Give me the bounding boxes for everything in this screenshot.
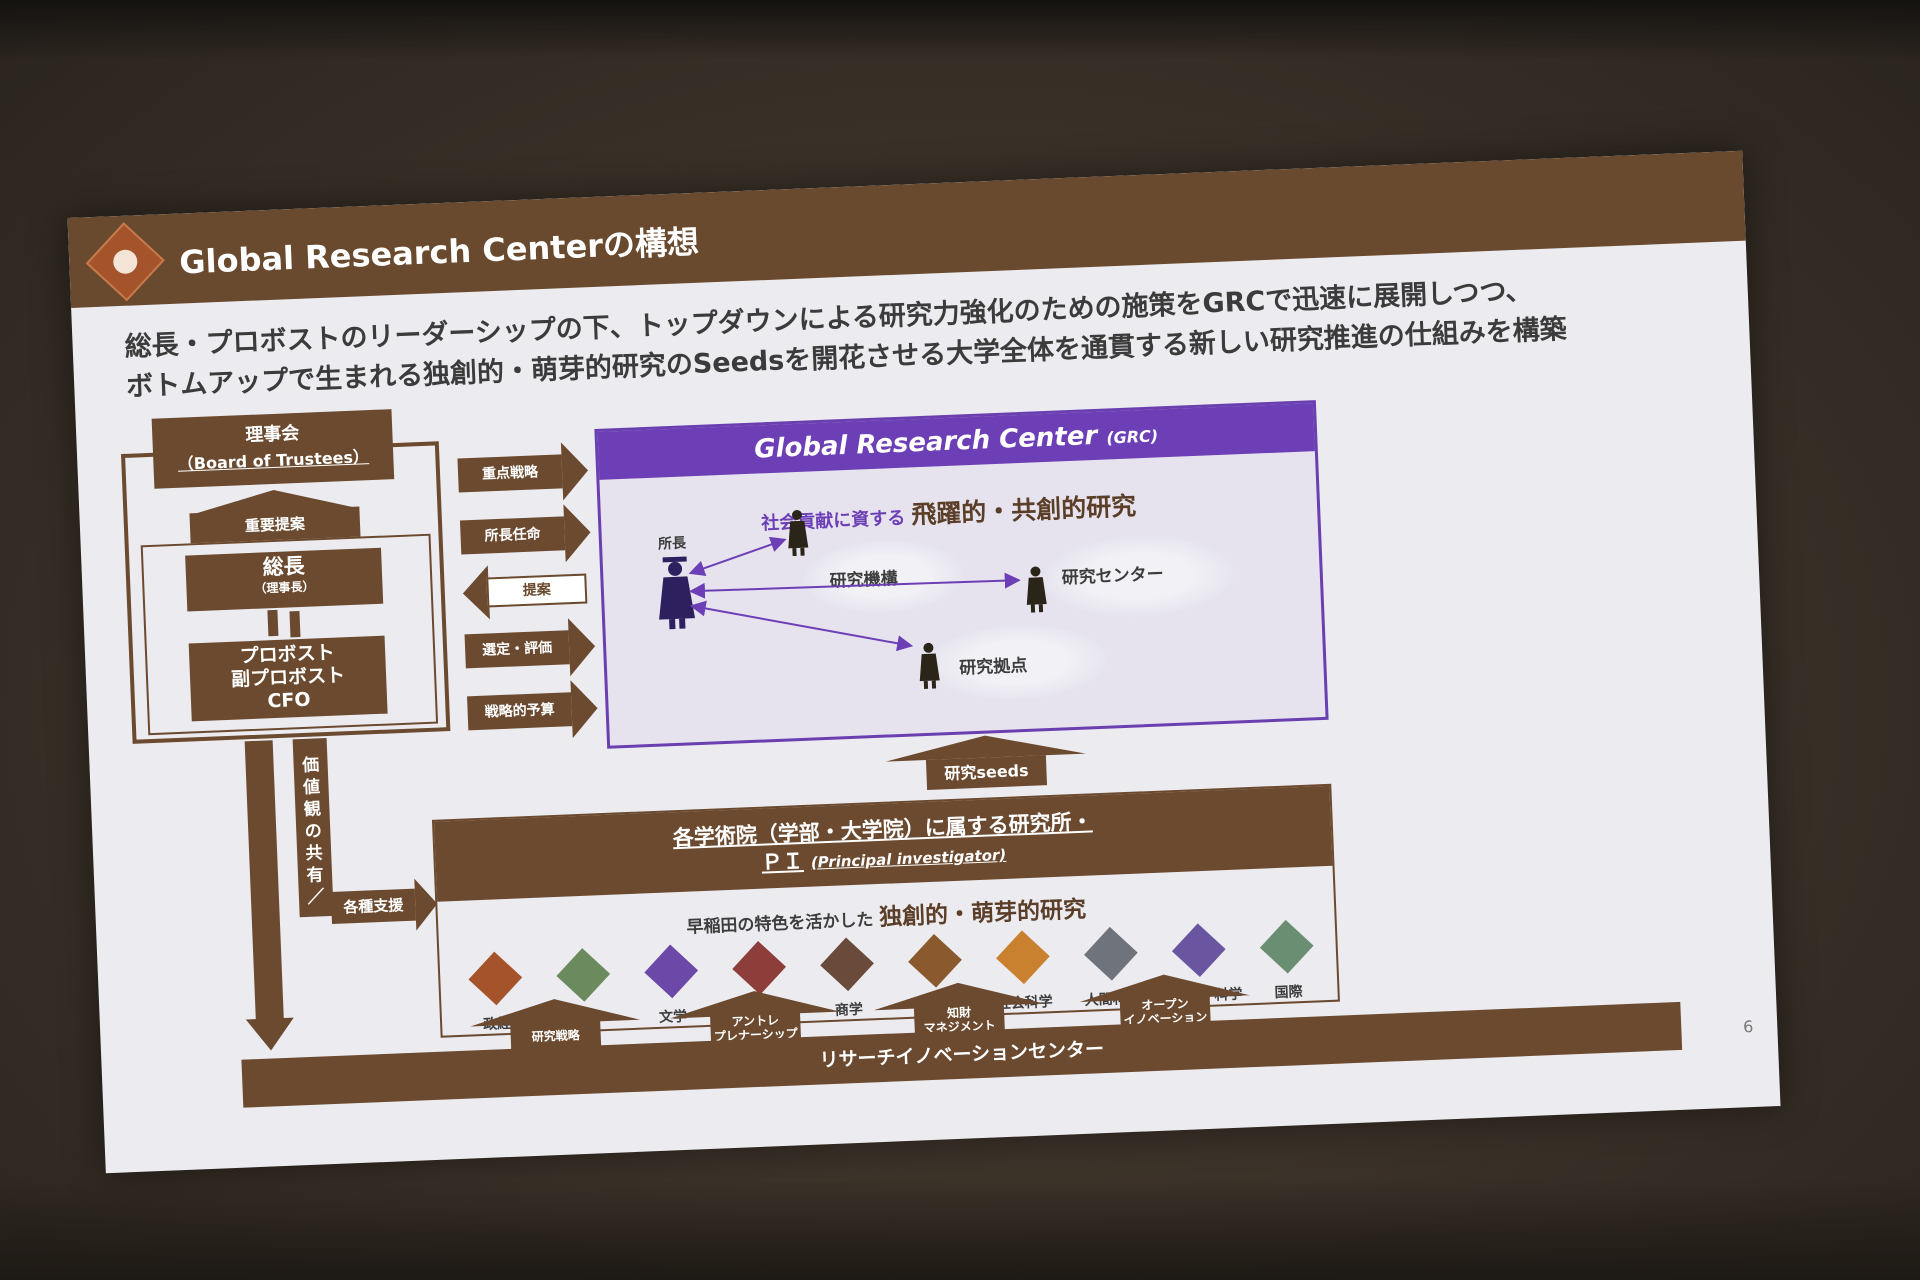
- field-diamond-icon: [908, 933, 962, 988]
- field-item: 国際: [1241, 919, 1334, 1004]
- up-arrow-icon: [289, 611, 301, 638]
- proposal-back-arrow: 提案: [461, 565, 588, 621]
- field-diamond-icon: [556, 948, 611, 1002]
- grc-panel: Global Research Center (GRC) 社会貢献に資する 飛躍…: [594, 400, 1329, 749]
- field-diamond-icon: [1084, 926, 1138, 981]
- strategic-budget-arrow: 戦略的予算: [467, 679, 599, 739]
- page-number: 6: [1742, 1017, 1754, 1037]
- director-appointment-label: 所長任命: [459, 516, 566, 555]
- pi-english-label: (Principal investigator): [810, 845, 1007, 872]
- link-to-organization: [688, 536, 787, 576]
- person-icon: [919, 642, 940, 690]
- field-diamond-icon: [732, 941, 786, 995]
- field-diamond-icon: [1259, 919, 1314, 974]
- proposal-label: 提案: [486, 573, 588, 608]
- selection-evaluation-arrow: 選定・評価: [464, 617, 597, 677]
- faculty-subtitle-big: 独創的・萌芽的研究: [878, 896, 1087, 931]
- field-diamond-icon: [1171, 923, 1226, 978]
- field-diamond-icon: [644, 944, 699, 999]
- down-arrow-head-icon: [245, 1017, 296, 1052]
- director-graduate-icon: [659, 556, 696, 630]
- link-to-base: [689, 600, 914, 652]
- field-diamond-icon: [996, 930, 1050, 985]
- arrow-head-icon: [461, 565, 490, 621]
- field-diamond-icon: [468, 951, 523, 1006]
- ceiling-shadow: [0, 0, 1920, 60]
- down-arrow-icon: [267, 609, 279, 637]
- research-seeds-label: 研究seeds: [925, 755, 1048, 790]
- person-icon: [1026, 566, 1047, 613]
- selection-evaluation-label: 選定・評価: [464, 630, 570, 669]
- pi-label: ＰＩ: [761, 849, 804, 875]
- arrow-head-icon: [570, 679, 599, 739]
- projected-slide: Global Research Centerの構想 総長・プロボストのリーダーシ…: [67, 150, 1781, 1174]
- strategic-budget-label: 戦略的予算: [467, 692, 573, 731]
- key-strategy-label: 重点戦略: [457, 454, 563, 493]
- left-down-arrow-shaft: [244, 740, 284, 1022]
- field-label: 国際: [1274, 984, 1303, 1002]
- floor-shadow: [0, 1180, 1920, 1280]
- board-of-trustees-box: 理事会 （Board of Trustees）: [151, 409, 395, 489]
- provost-box: プロボスト 副プロボスト CFO: [188, 635, 388, 722]
- research-seeds-arrow: 研究seeds: [885, 731, 1087, 790]
- various-support-label: 各種支援: [330, 888, 416, 924]
- president-box: 総長 （理事長）: [185, 547, 384, 612]
- arrow-head-icon: [567, 617, 597, 677]
- arrow-head-icon: [560, 441, 590, 501]
- field-diamond-icon: [820, 937, 874, 992]
- link-to-center: [688, 572, 1021, 599]
- arrow-head-icon: [414, 877, 439, 931]
- faculty-subtitle-small: 早稲田の特色を活かした: [686, 910, 874, 938]
- key-strategy-arrow: 重点戦略: [457, 441, 590, 501]
- director-appointment-arrow: 所長任命: [459, 503, 592, 563]
- arrow-head-icon: [563, 503, 592, 563]
- director-links: [688, 536, 1021, 652]
- slide-title: Global Research Centerの構想: [178, 222, 700, 282]
- person-icon: [788, 509, 809, 557]
